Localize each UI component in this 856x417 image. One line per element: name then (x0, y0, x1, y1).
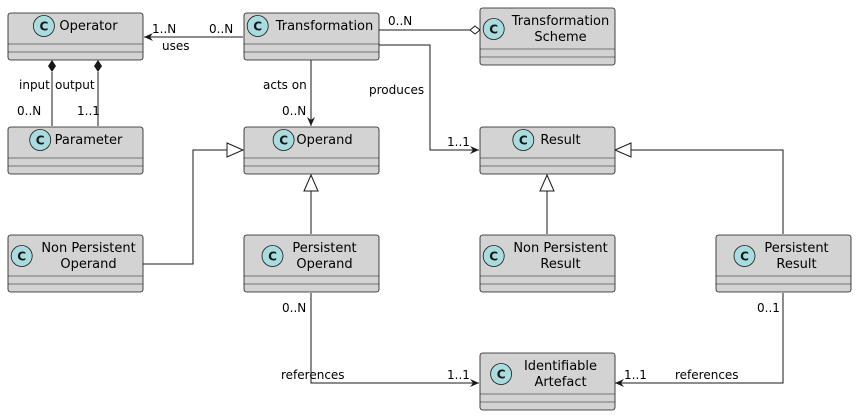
class-box (479, 352, 616, 411)
uses-source-multiplicity: 0..N (209, 22, 233, 36)
class-box (7, 234, 144, 293)
inheritance-triangle (539, 173, 555, 192)
generalization-persistent-operand (303, 173, 319, 234)
class-name-line: Operator (59, 19, 118, 34)
class-name-line: Identifiable (524, 359, 597, 374)
class-name-line: Persistent (764, 241, 828, 256)
uses-target-multiplicity: 1..N (152, 22, 176, 36)
class-stereotype-letter: C (268, 250, 277, 264)
op-references-label: references (281, 368, 345, 382)
generalization-non-persistent-result (539, 173, 555, 234)
output-multiplicity: 1..1 (77, 104, 100, 118)
class-result[interactable]: C Result (479, 126, 616, 175)
relation-transformation-scheme: 0..N (379, 14, 481, 35)
acts-on-multiplicity: 0..N (282, 104, 306, 118)
class-name-line: Result (540, 257, 580, 272)
class-parameter[interactable]: C Parameter (7, 126, 144, 175)
res-references-label: references (675, 368, 739, 382)
class-name-line: Transformation (511, 14, 610, 29)
class-stereotype-letter: C (489, 23, 498, 37)
class-box (479, 7, 616, 66)
generalization-non-persistent-operand (143, 142, 245, 265)
relation-operand-references: 0..N references 1..1 (281, 293, 479, 387)
res-references-target-multiplicity: 1..1 (624, 368, 647, 382)
class-name-line: Transformation (275, 19, 374, 34)
class-operand[interactable]: C Operand (243, 126, 380, 175)
class-stereotype-letter: C (497, 368, 506, 382)
relation-input: input 0..N (17, 60, 56, 126)
res-references-source-multiplicity: 0..1 (757, 301, 780, 315)
class-stereotype-letter: C (740, 250, 749, 264)
class-name-line: Non Persistent (41, 241, 135, 256)
class-stereotype-icon (10, 245, 33, 267)
class-name-line: Operand (296, 257, 352, 272)
class-operator[interactable]: C Operator (7, 12, 144, 61)
class-stereotype-icon (733, 245, 756, 267)
relation-result-references: 0..1 references 1..1 (615, 293, 784, 387)
class-stereotype-icon (29, 129, 52, 151)
relation-output: output 1..1 (55, 60, 102, 126)
class-stereotype-letter: C (17, 250, 26, 264)
aggregation-diamond (469, 25, 481, 35)
scheme-source-multiplicity: 0..N (388, 14, 412, 28)
composition-diamond (48, 60, 56, 72)
relation-produces: produces 1..1 (369, 44, 479, 154)
op-references-source-multiplicity: 0..N (282, 301, 306, 315)
class-stereotype-icon (33, 15, 55, 37)
class-name-line: Artefact (534, 375, 586, 390)
class-name-line: Persistent (292, 241, 356, 256)
inheritance-triangle (303, 173, 319, 192)
class-stereotype-icon (272, 129, 295, 151)
class-stereotype-letter: C (253, 20, 262, 34)
class-stereotype-icon (482, 18, 505, 40)
class-stereotype-icon (261, 245, 284, 267)
class-name-line: Result (776, 257, 816, 272)
class-box (243, 12, 380, 61)
class-stereotype-letter: C (39, 20, 48, 34)
op-references-target-multiplicity: 1..1 (447, 368, 470, 382)
class-stereotype-icon (482, 245, 505, 267)
produces-multiplicity: 1..1 (447, 135, 470, 149)
generalization-persistent-result (613, 142, 784, 234)
class-stereotype-icon (246, 15, 269, 37)
class-stereotype-icon (512, 129, 535, 151)
composition-diamond (94, 60, 102, 72)
class-name-line: Operand (296, 133, 352, 148)
class-name-line: Operand (60, 257, 116, 272)
acts-on-label: acts on (263, 78, 307, 92)
class-stereotype-icon (490, 363, 513, 385)
class-name-line: Non Persistent (513, 241, 607, 256)
class-name-line: Scheme (534, 30, 586, 45)
produces-label: produces (369, 83, 424, 97)
class-stereotype-letter: C (489, 250, 498, 264)
input-label: input (19, 78, 50, 92)
output-label: output (55, 78, 95, 92)
class-stereotype-letter: C (279, 134, 288, 148)
uses-label: uses (162, 39, 190, 53)
inheritance-triangle (226, 142, 245, 158)
class-box (479, 234, 616, 293)
relation-acts-on: acts on 0..N (263, 60, 315, 126)
class-name-line: Parameter (55, 133, 123, 148)
input-multiplicity: 0..N (17, 104, 41, 118)
inheritance-triangle (613, 142, 632, 158)
class-stereotype-letter: C (36, 134, 45, 148)
class-transformation[interactable]: C Transformation (243, 12, 380, 61)
class-name-line: Result (540, 133, 580, 148)
relation-uses: 0..N 1..N uses (144, 22, 243, 53)
class-stereotype-letter: C (519, 134, 528, 148)
